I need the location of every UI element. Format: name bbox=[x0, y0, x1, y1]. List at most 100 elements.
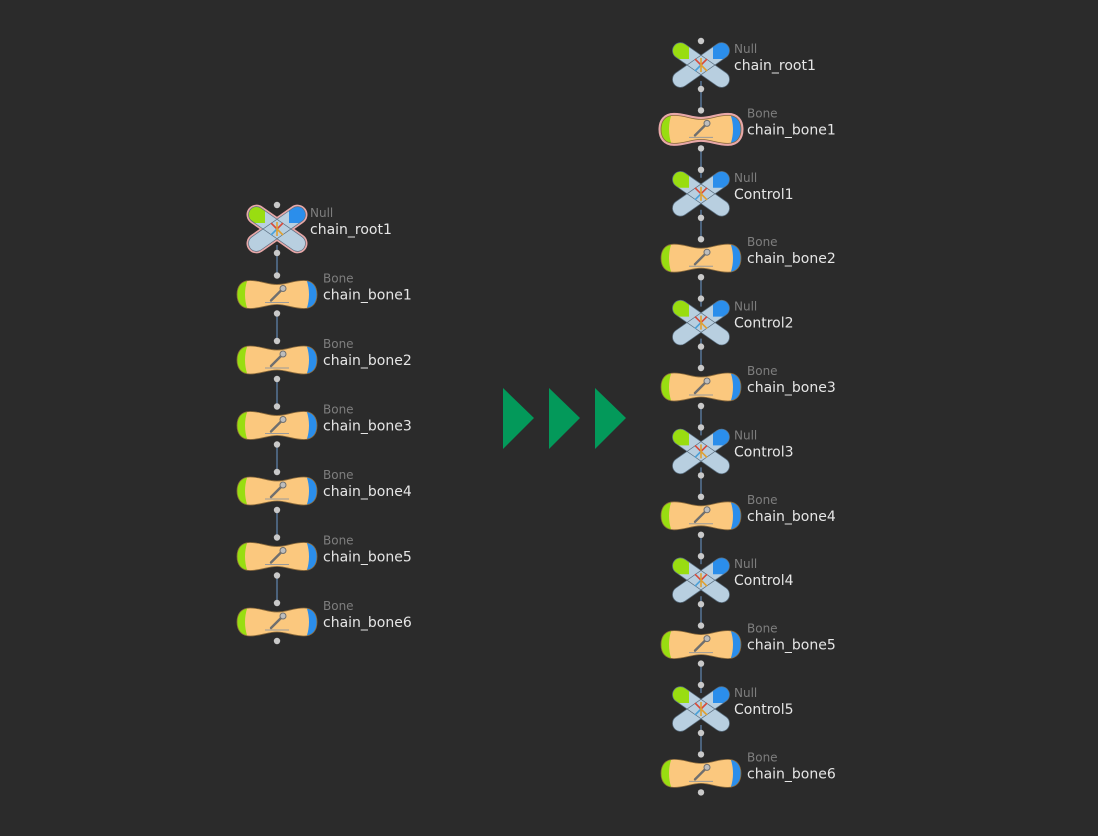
null-axes-icon bbox=[694, 573, 708, 588]
node-name-label: chain_bone4 bbox=[747, 509, 836, 525]
input-connector[interactable] bbox=[697, 107, 705, 114]
bone-glyph-icon bbox=[265, 612, 289, 631]
null-axes-icon bbox=[694, 58, 708, 72]
input-connector[interactable] bbox=[697, 751, 705, 758]
output-connector[interactable] bbox=[273, 637, 281, 645]
bone-node-icon[interactable] bbox=[235, 606, 319, 638]
node-name-label: chain_bone5 bbox=[747, 638, 836, 654]
input-connector[interactable] bbox=[273, 403, 281, 410]
node-type-label: Bone bbox=[747, 622, 778, 636]
output-connector[interactable] bbox=[697, 601, 705, 608]
bone-node-icon[interactable] bbox=[659, 629, 743, 661]
output-connector[interactable] bbox=[697, 531, 705, 538]
input-connector[interactable] bbox=[697, 364, 705, 372]
output-connector[interactable] bbox=[697, 145, 705, 152]
bone-node-icon[interactable] bbox=[659, 242, 743, 274]
bone-node-icon[interactable] bbox=[659, 500, 743, 532]
input-connector[interactable] bbox=[697, 295, 705, 302]
node-type-label: Bone bbox=[747, 364, 778, 378]
input-connector[interactable] bbox=[697, 37, 705, 45]
output-connector[interactable] bbox=[697, 789, 705, 796]
input-connector[interactable] bbox=[273, 468, 281, 476]
node-chain-root1[interactable]: Null chain_root1 bbox=[237, 199, 392, 259]
bone-glyph-icon bbox=[265, 350, 289, 369]
bone-node-icon[interactable] bbox=[235, 541, 319, 573]
output-connector[interactable] bbox=[697, 402, 705, 410]
node-type-label: Bone bbox=[747, 750, 778, 764]
output-connector[interactable] bbox=[697, 729, 705, 737]
output-connector[interactable] bbox=[273, 572, 281, 579]
output-connector[interactable] bbox=[697, 472, 705, 479]
bone-node-icon[interactable] bbox=[235, 344, 319, 376]
output-connector[interactable] bbox=[697, 660, 705, 667]
node-name-label: Control1 bbox=[734, 187, 794, 203]
null-axes-icon bbox=[694, 444, 708, 459]
bone-glyph-icon bbox=[689, 763, 713, 782]
bone-glyph-icon bbox=[689, 119, 713, 138]
node-name-label: chain_bone2 bbox=[323, 353, 412, 369]
node-type-label: Null bbox=[734, 42, 757, 56]
output-connector[interactable] bbox=[697, 214, 705, 221]
input-connector[interactable] bbox=[697, 166, 705, 173]
null-axes-icon bbox=[694, 186, 708, 201]
node-name-label: chain_root1 bbox=[310, 222, 392, 238]
transition-arrows bbox=[503, 388, 626, 449]
input-connector[interactable] bbox=[273, 201, 281, 209]
input-connector[interactable] bbox=[697, 424, 705, 431]
node-type-label: Bone bbox=[323, 337, 354, 351]
output-connector[interactable] bbox=[273, 249, 281, 257]
input-connector[interactable] bbox=[273, 599, 281, 607]
output-connector[interactable] bbox=[273, 310, 281, 317]
input-connector[interactable] bbox=[697, 493, 705, 500]
output-connector[interactable] bbox=[273, 506, 281, 514]
node-type-label: Null bbox=[734, 686, 757, 700]
input-connector[interactable] bbox=[697, 622, 705, 629]
bone-node-icon[interactable] bbox=[658, 112, 744, 146]
network-after: Nullchain_root1Bonechain_bone1NullContro… bbox=[658, 35, 836, 796]
output-connector[interactable] bbox=[697, 274, 705, 281]
bone-node-icon[interactable] bbox=[659, 757, 743, 789]
bone-glyph-icon bbox=[689, 248, 713, 267]
input-connector[interactable] bbox=[697, 681, 705, 689]
bone-node-icon[interactable] bbox=[235, 279, 319, 311]
node-type-label: Null bbox=[310, 206, 333, 220]
chevron-arrow-icon bbox=[503, 388, 534, 449]
node-name-label: Control5 bbox=[734, 702, 794, 718]
input-connector[interactable] bbox=[273, 337, 281, 345]
input-connector[interactable] bbox=[697, 236, 705, 243]
output-connector[interactable] bbox=[273, 441, 281, 448]
bone-node-icon[interactable] bbox=[235, 475, 319, 507]
node-name-label: chain_bone6 bbox=[323, 615, 412, 631]
input-connector[interactable] bbox=[273, 272, 281, 279]
node-name-label: Control2 bbox=[734, 316, 794, 332]
output-connector[interactable] bbox=[273, 375, 281, 383]
bone-node-icon[interactable] bbox=[235, 410, 319, 442]
input-connector[interactable] bbox=[273, 534, 281, 541]
input-connector[interactable] bbox=[697, 553, 705, 560]
node-chain-bone5[interactable]: Bone chain_bone5 bbox=[659, 622, 836, 667]
node-chain-bone2[interactable]: Bone chain_bone2 bbox=[235, 337, 412, 383]
node-chain-bone4[interactable]: Bone chain_bone4 bbox=[659, 493, 836, 538]
output-connector[interactable] bbox=[697, 343, 705, 350]
node-name-label: Control4 bbox=[734, 573, 794, 589]
node-name-label: chain_bone4 bbox=[323, 484, 412, 500]
node-type-label: Bone bbox=[747, 493, 778, 507]
bone-node-icon[interactable] bbox=[659, 371, 743, 403]
node-type-label: Null bbox=[734, 557, 757, 571]
output-connector[interactable] bbox=[697, 85, 705, 93]
